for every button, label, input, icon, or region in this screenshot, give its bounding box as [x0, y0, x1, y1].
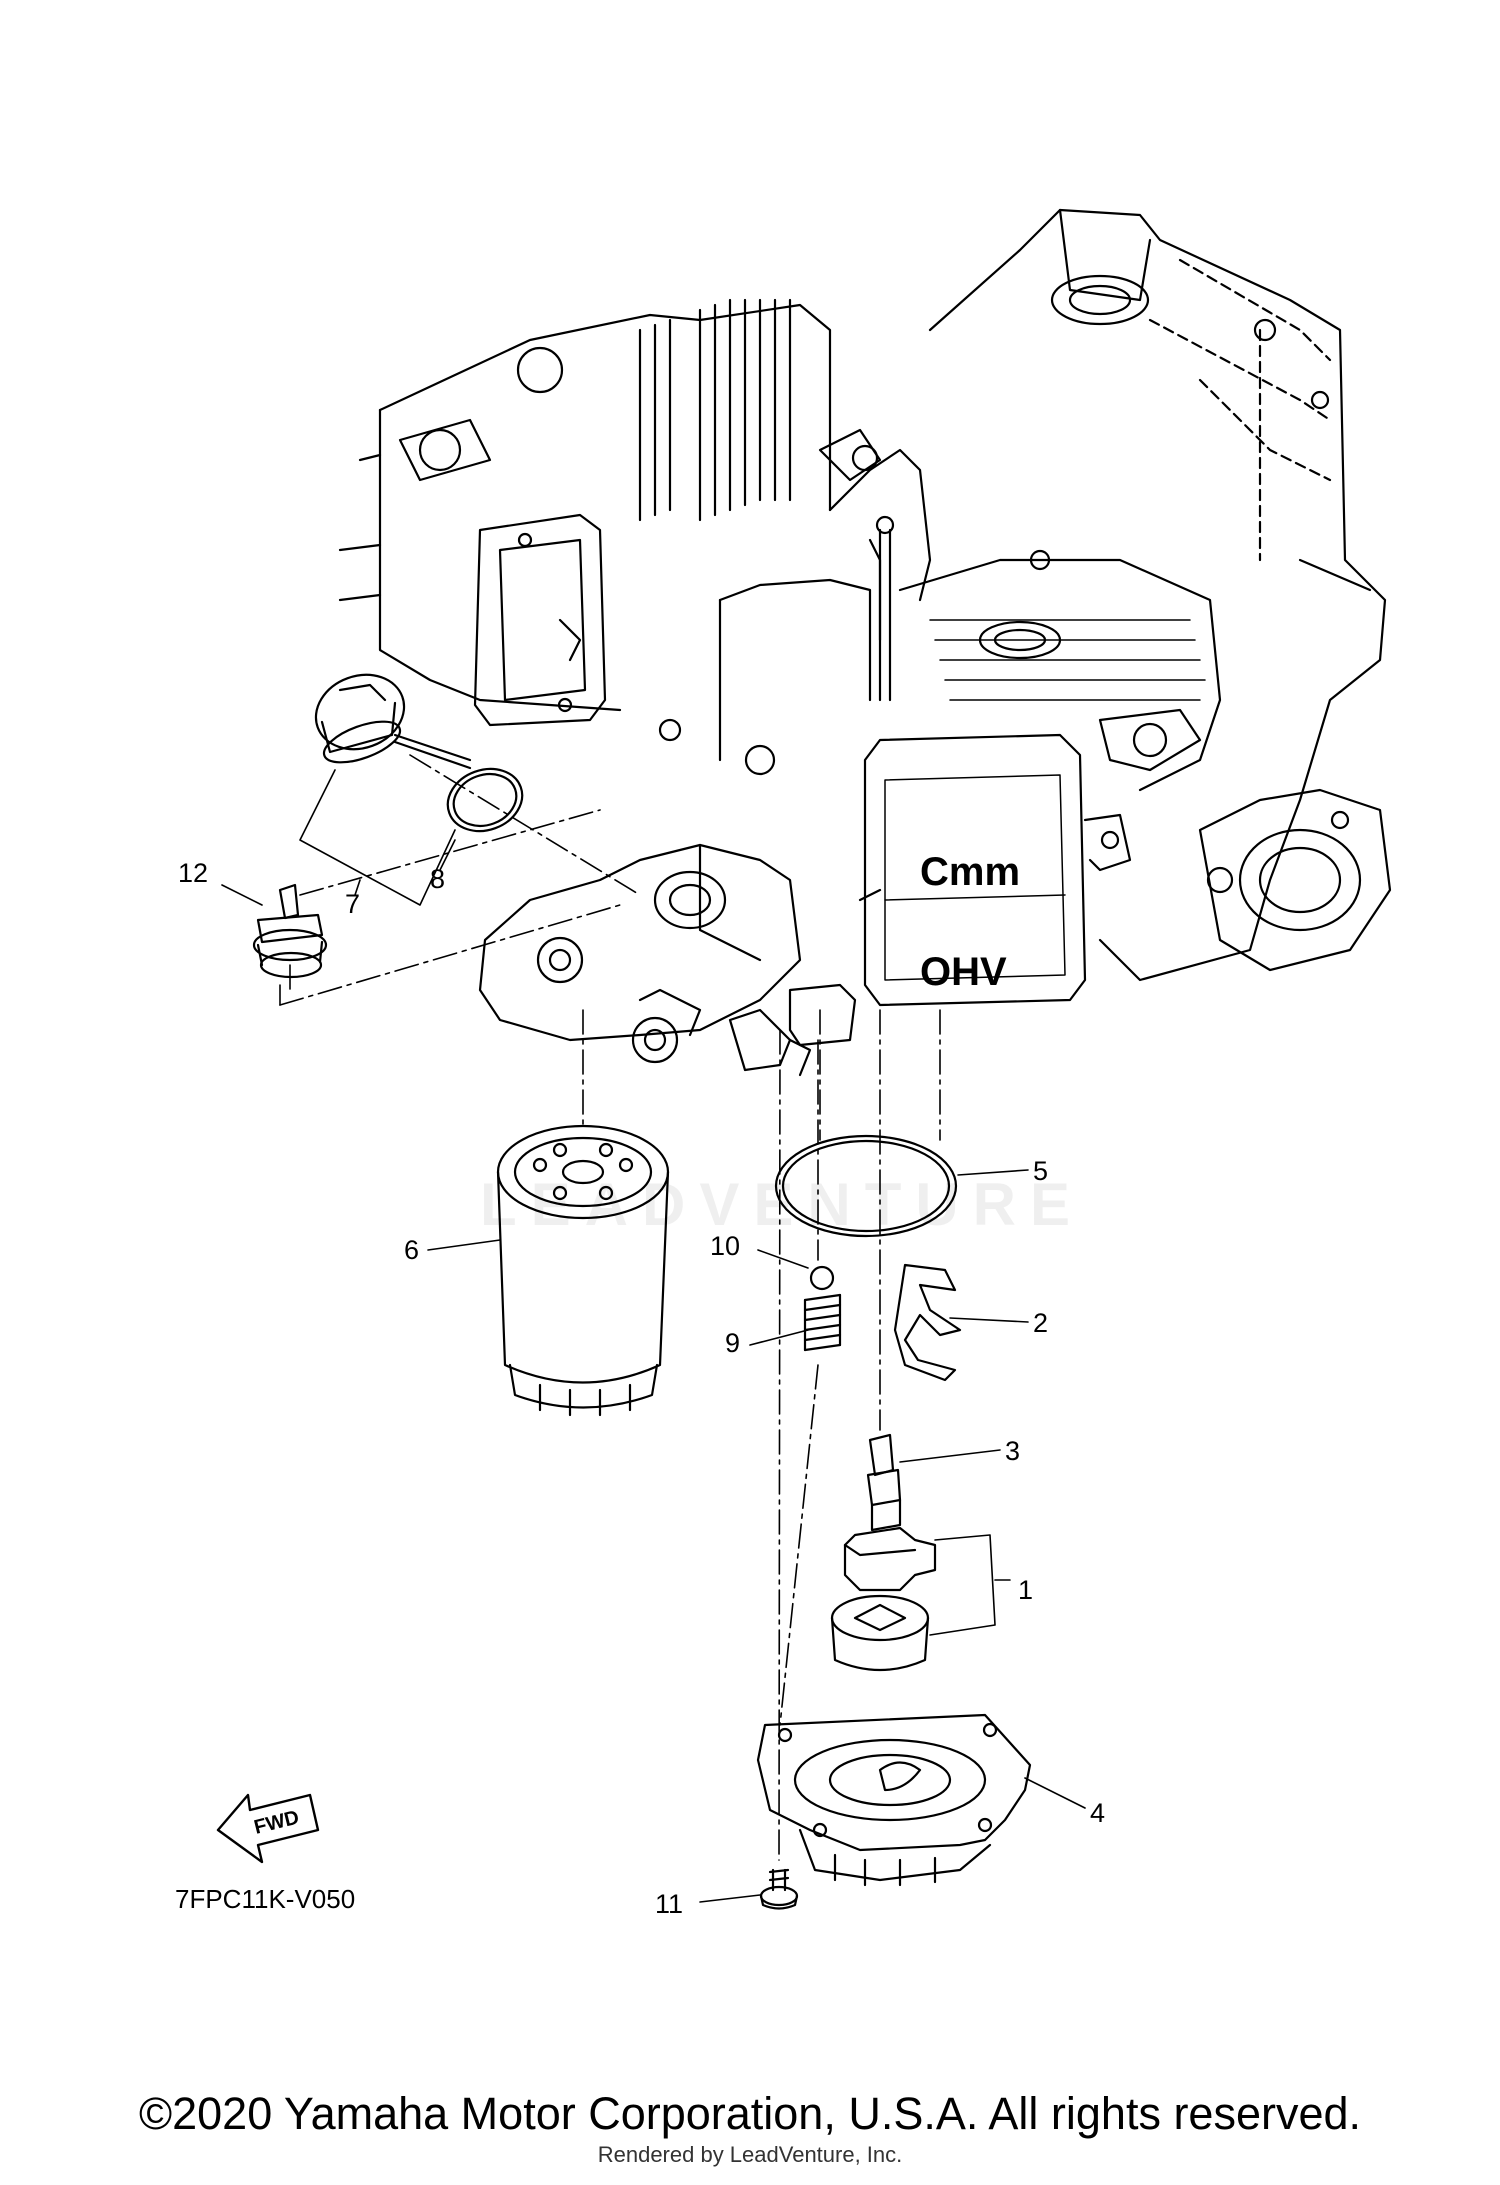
- o-ring-8: [446, 767, 524, 833]
- oil-pressure-switch: [252, 883, 328, 979]
- callout-2: 2: [1033, 1308, 1048, 1338]
- cover-stamp-ohv: OHV: [920, 950, 1007, 994]
- gasket-2: [893, 1263, 962, 1382]
- callout-numbers: 1 2 3 4 5 6 7 8 9 10 11 12: [178, 858, 1105, 1919]
- callout-11: 11: [655, 1889, 683, 1919]
- copyright-notice: ©2020 Yamaha Motor Corporation, U.S.A. A…: [138, 2088, 1362, 2139]
- pump-drive-shaft: [866, 1433, 902, 1532]
- pump-cover: [756, 1713, 1032, 1887]
- callout-3: 3: [1005, 1436, 1020, 1466]
- alignment-lines: [279, 754, 941, 1861]
- cover-stamp-upper: Cmm: [920, 850, 1020, 894]
- callout-12: 12: [178, 858, 208, 888]
- callout-5: 5: [1033, 1156, 1048, 1186]
- leader-lines: [221, 769, 1086, 1903]
- engine-block: Cmm OHV: [338, 208, 1392, 1077]
- callout-6: 6: [404, 1235, 419, 1265]
- pump-rotor-set: [830, 1526, 937, 1672]
- callout-1: 1: [1018, 1575, 1033, 1605]
- relief-ball: [809, 1265, 835, 1291]
- screw-11: [759, 1868, 799, 1910]
- rendered-by-credit: Rendered by LeadVenture, Inc.: [597, 2142, 903, 2167]
- exploded-parts-diagram: LEADVENTURE: [175, 208, 1392, 1919]
- callout-10: 10: [710, 1231, 740, 1261]
- callout-4: 4: [1090, 1798, 1105, 1828]
- callout-7: 7: [345, 889, 360, 919]
- o-ring-5: [774, 1134, 958, 1238]
- callout-9: 9: [725, 1328, 740, 1358]
- drawing-code: 7FPC11K-V050: [175, 1884, 355, 1914]
- fwd-label: FWD: [252, 1806, 302, 1838]
- callout-8: 8: [430, 864, 445, 894]
- oil-filler-cap: [314, 673, 472, 770]
- fwd-arrow-icon: FWD: [216, 1793, 320, 1864]
- oil-filter: [496, 1124, 670, 1417]
- relief-spring: [803, 1293, 842, 1352]
